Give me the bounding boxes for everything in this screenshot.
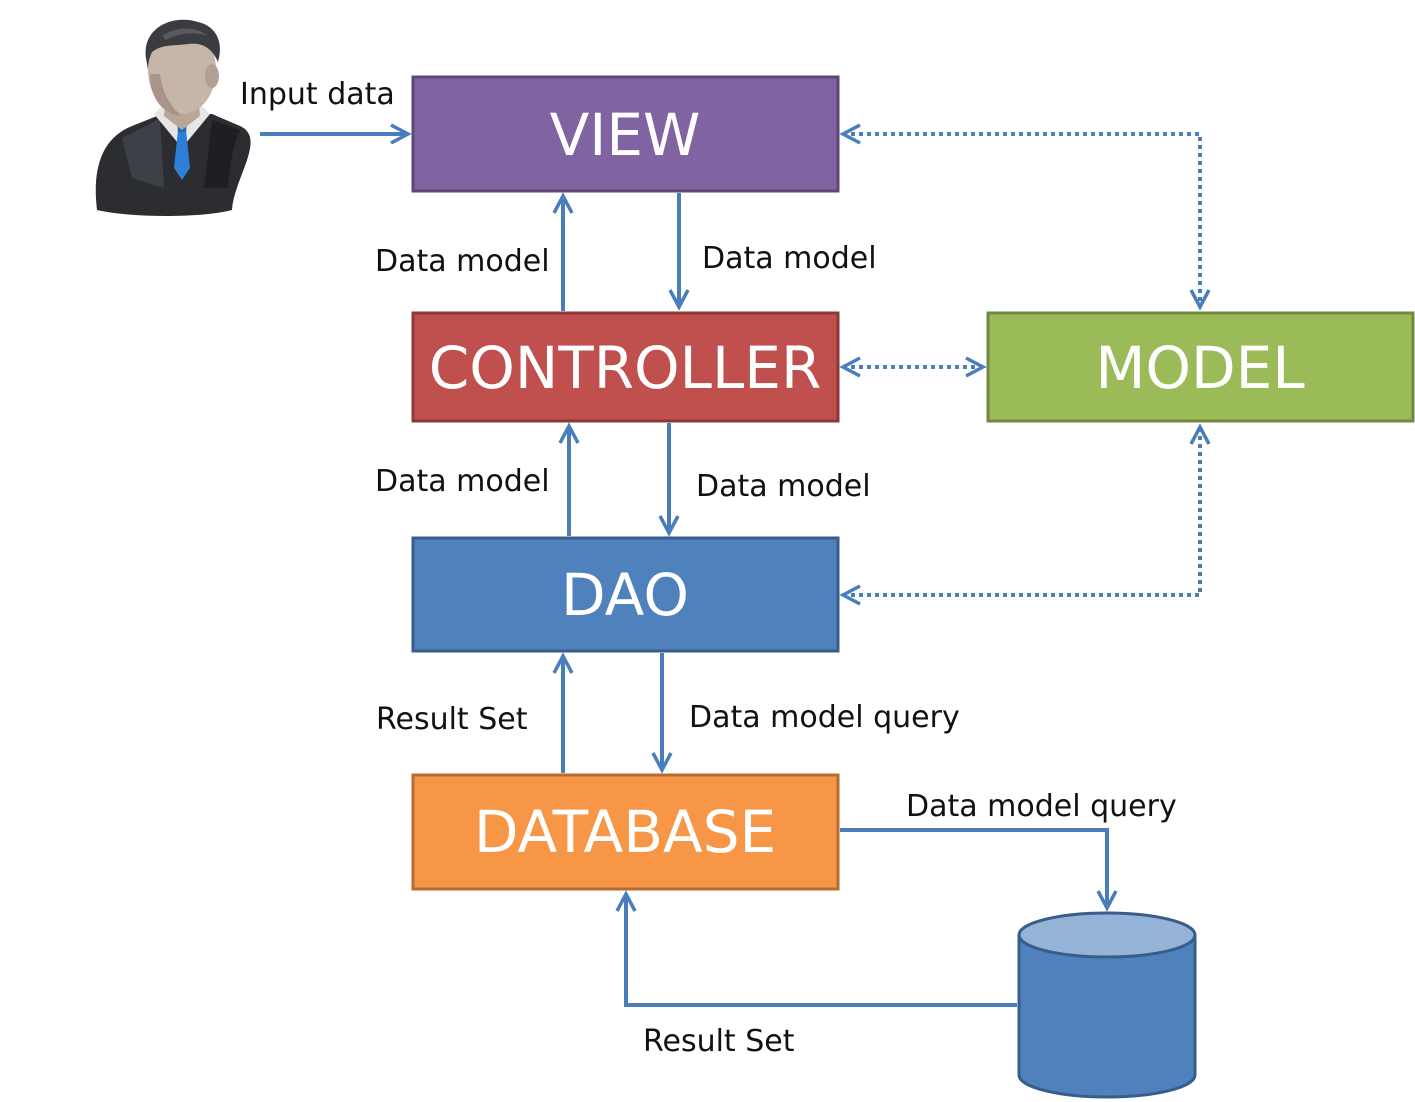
- database-box: DATABASE: [411, 773, 840, 891]
- dotted-arrows: [839, 123, 1211, 606]
- database-cylinder-icon: [1017, 911, 1197, 1099]
- businessman-icon: [95, 19, 251, 216]
- label-view-to-controller: Data model: [702, 241, 877, 276]
- dao-box: DAO: [411, 536, 840, 653]
- label-storage-to-database: Result Set: [643, 1024, 795, 1059]
- controller-label: CONTROLLER: [429, 334, 822, 402]
- view-box: VIEW: [411, 75, 840, 193]
- solid-arrows: [260, 123, 1118, 1007]
- arrow-view-model-link: [839, 123, 1211, 311]
- label-controller-to-view: Data model: [375, 244, 550, 279]
- label-dao-to-controller: Data model: [375, 464, 550, 499]
- arrow-storage-to-database: [615, 890, 1017, 1007]
- view-label: VIEW: [550, 101, 701, 169]
- dao-label: DAO: [561, 561, 689, 629]
- model-box: MODEL: [986, 311, 1415, 423]
- model-label: MODEL: [1095, 334, 1304, 402]
- label-controller-to-dao: Data model: [696, 469, 871, 504]
- arrow-dao-model-link: [839, 423, 1211, 606]
- controller-box: CONTROLLER: [411, 311, 840, 423]
- label-dao-to-database: Data model query: [689, 700, 960, 735]
- arrow-database-to-storage: [840, 828, 1118, 912]
- label-database-to-storage: Data model query: [906, 789, 1177, 824]
- label-database-to-dao: Result Set: [376, 702, 528, 737]
- label-input-data: Input data: [240, 77, 395, 112]
- database-label: DATABASE: [474, 798, 776, 866]
